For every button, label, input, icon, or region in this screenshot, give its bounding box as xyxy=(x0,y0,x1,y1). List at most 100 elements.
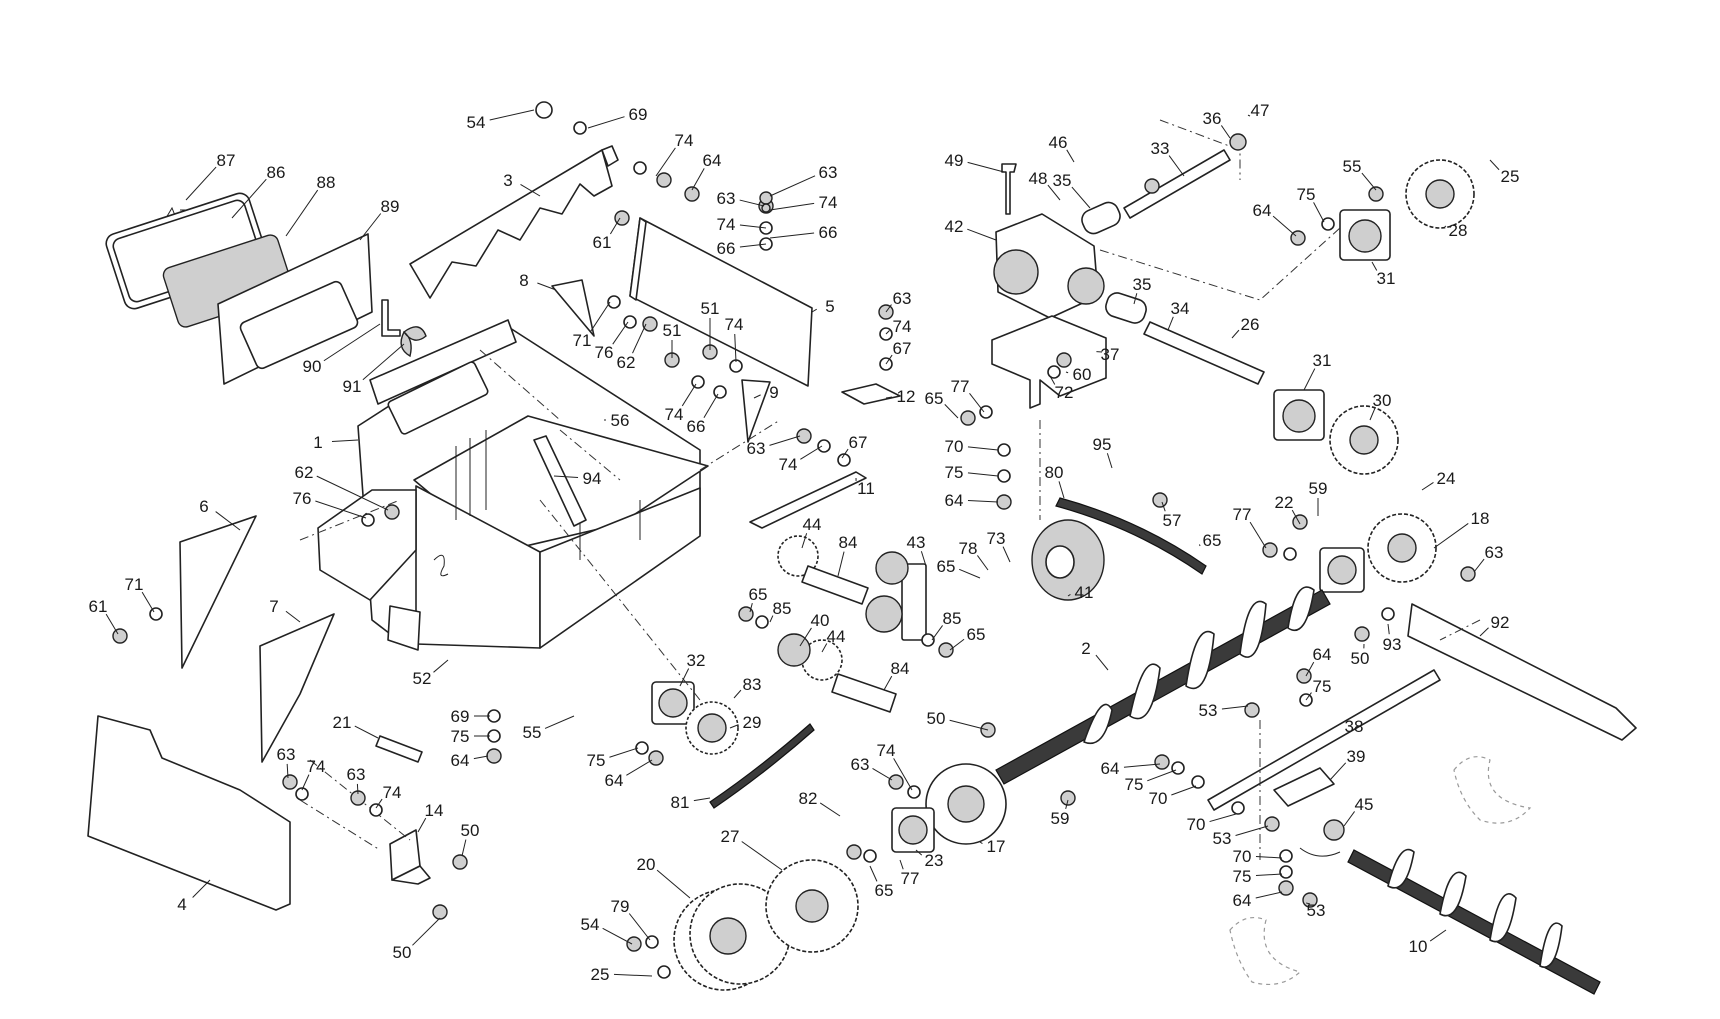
callout-number: 63 xyxy=(747,439,766,458)
callout-leader xyxy=(884,676,892,690)
callout-number: 76 xyxy=(293,489,312,508)
callout-number: 63 xyxy=(717,189,736,208)
callout-number: 65 xyxy=(967,625,986,644)
callout-number: 65 xyxy=(925,389,944,408)
callout-number: 54 xyxy=(581,915,600,934)
callout-leader xyxy=(950,639,964,650)
callout-number: 69 xyxy=(629,105,648,124)
callout-number: 50 xyxy=(461,821,480,840)
callout-number: 32 xyxy=(687,651,706,670)
callout-number: 26 xyxy=(1241,315,1260,334)
callout-number: 84 xyxy=(839,533,858,552)
callout-leader xyxy=(545,716,574,728)
callout-number: 44 xyxy=(827,627,846,646)
callout-leader xyxy=(1314,202,1324,222)
callout-leader xyxy=(1344,811,1355,826)
callout-leader xyxy=(1480,628,1489,636)
callout-number: 37 xyxy=(1101,345,1120,364)
callout-number: 56 xyxy=(611,411,630,430)
callout-leader xyxy=(1236,826,1268,835)
callout-number: 75 xyxy=(1313,677,1332,696)
callout-number: 75 xyxy=(451,727,470,746)
callout-leader xyxy=(968,500,998,502)
callout-number: 62 xyxy=(617,353,636,372)
callout-leader xyxy=(355,726,378,738)
callout-leader xyxy=(1199,544,1200,546)
callout-number: 9 xyxy=(769,383,778,402)
callout-number: 63 xyxy=(347,765,366,784)
callout-number: 50 xyxy=(1351,649,1370,668)
callout-leader xyxy=(980,842,982,844)
callout-number: 60 xyxy=(1073,365,1092,384)
callout-leader xyxy=(1072,187,1090,208)
callout-number: 5 xyxy=(825,297,834,316)
callout-leader xyxy=(1210,814,1236,822)
part-8-gusset xyxy=(552,280,594,336)
callout-leader xyxy=(945,404,958,418)
callout-number: 85 xyxy=(943,609,962,628)
callout-number: 67 xyxy=(849,433,868,452)
callout-leader xyxy=(968,447,998,450)
part-3-top-cover xyxy=(410,146,618,298)
callout-number: 21 xyxy=(333,713,352,732)
callout-number: 46 xyxy=(1049,133,1068,152)
callout-number: 74 xyxy=(725,315,744,334)
callout-number: 18 xyxy=(1471,509,1490,528)
callout-number: 64 xyxy=(945,491,964,510)
callout-number: 31 xyxy=(1313,351,1332,370)
part-7-side-panel xyxy=(260,614,334,762)
callout-number: 89 xyxy=(381,197,400,216)
callout-leader xyxy=(734,690,741,698)
callout-leader xyxy=(106,614,118,634)
part-6-side-panel xyxy=(180,516,256,668)
callout-leader xyxy=(873,768,892,780)
callout-leader xyxy=(1430,930,1446,941)
callout-leader xyxy=(614,974,652,976)
callout-number: 75 xyxy=(1297,185,1316,204)
callout-number: 42 xyxy=(945,217,964,236)
callout-leader xyxy=(968,473,998,476)
callout-leader xyxy=(656,148,675,176)
callout-number: 76 xyxy=(595,343,614,362)
callout-leader xyxy=(967,229,996,240)
callout-leader xyxy=(1124,764,1160,767)
callout-number: 78 xyxy=(959,539,978,558)
part-4-bottom-panel xyxy=(88,716,290,910)
callout-leader xyxy=(1434,523,1468,548)
callout-number: 72 xyxy=(1055,383,1074,402)
callout-leader xyxy=(286,611,300,622)
callout-number: 88 xyxy=(317,173,336,192)
callout-number: 44 xyxy=(803,515,822,534)
callout-leader xyxy=(434,660,448,672)
callout-number: 75 xyxy=(1125,775,1144,794)
part-22-bearing xyxy=(1320,548,1364,592)
callout-number: 54 xyxy=(467,113,486,132)
callout-leader xyxy=(142,592,154,612)
callout-number: 90 xyxy=(303,357,322,376)
callout-number: 75 xyxy=(1233,867,1252,886)
callout-number: 91 xyxy=(343,377,362,396)
callout-number: 66 xyxy=(687,417,706,436)
callout-number: 71 xyxy=(573,331,592,350)
callout-number: 6 xyxy=(199,497,208,516)
callout-number: 35 xyxy=(1053,171,1072,190)
callout-number: 8 xyxy=(519,271,528,290)
callout-leader xyxy=(590,302,610,332)
callout-number: 10 xyxy=(1409,937,1428,956)
part-90-bracket xyxy=(382,300,400,336)
callout-leader xyxy=(1250,522,1266,548)
callout-number: 70 xyxy=(1149,789,1168,808)
callout-number: 34 xyxy=(1171,299,1190,318)
callout-number: 4 xyxy=(177,895,186,914)
callout-leader xyxy=(1304,369,1315,390)
callout-number: 23 xyxy=(925,851,944,870)
callout-leader xyxy=(1388,624,1389,634)
callout-number: 87 xyxy=(217,151,236,170)
callout-leader xyxy=(770,203,814,210)
callout-number: 65 xyxy=(749,585,768,604)
callout-number: 94 xyxy=(583,469,602,488)
part-1-hopper-body xyxy=(318,320,708,650)
callout-number: 55 xyxy=(1343,157,1362,176)
part-17-flange xyxy=(926,764,1006,844)
